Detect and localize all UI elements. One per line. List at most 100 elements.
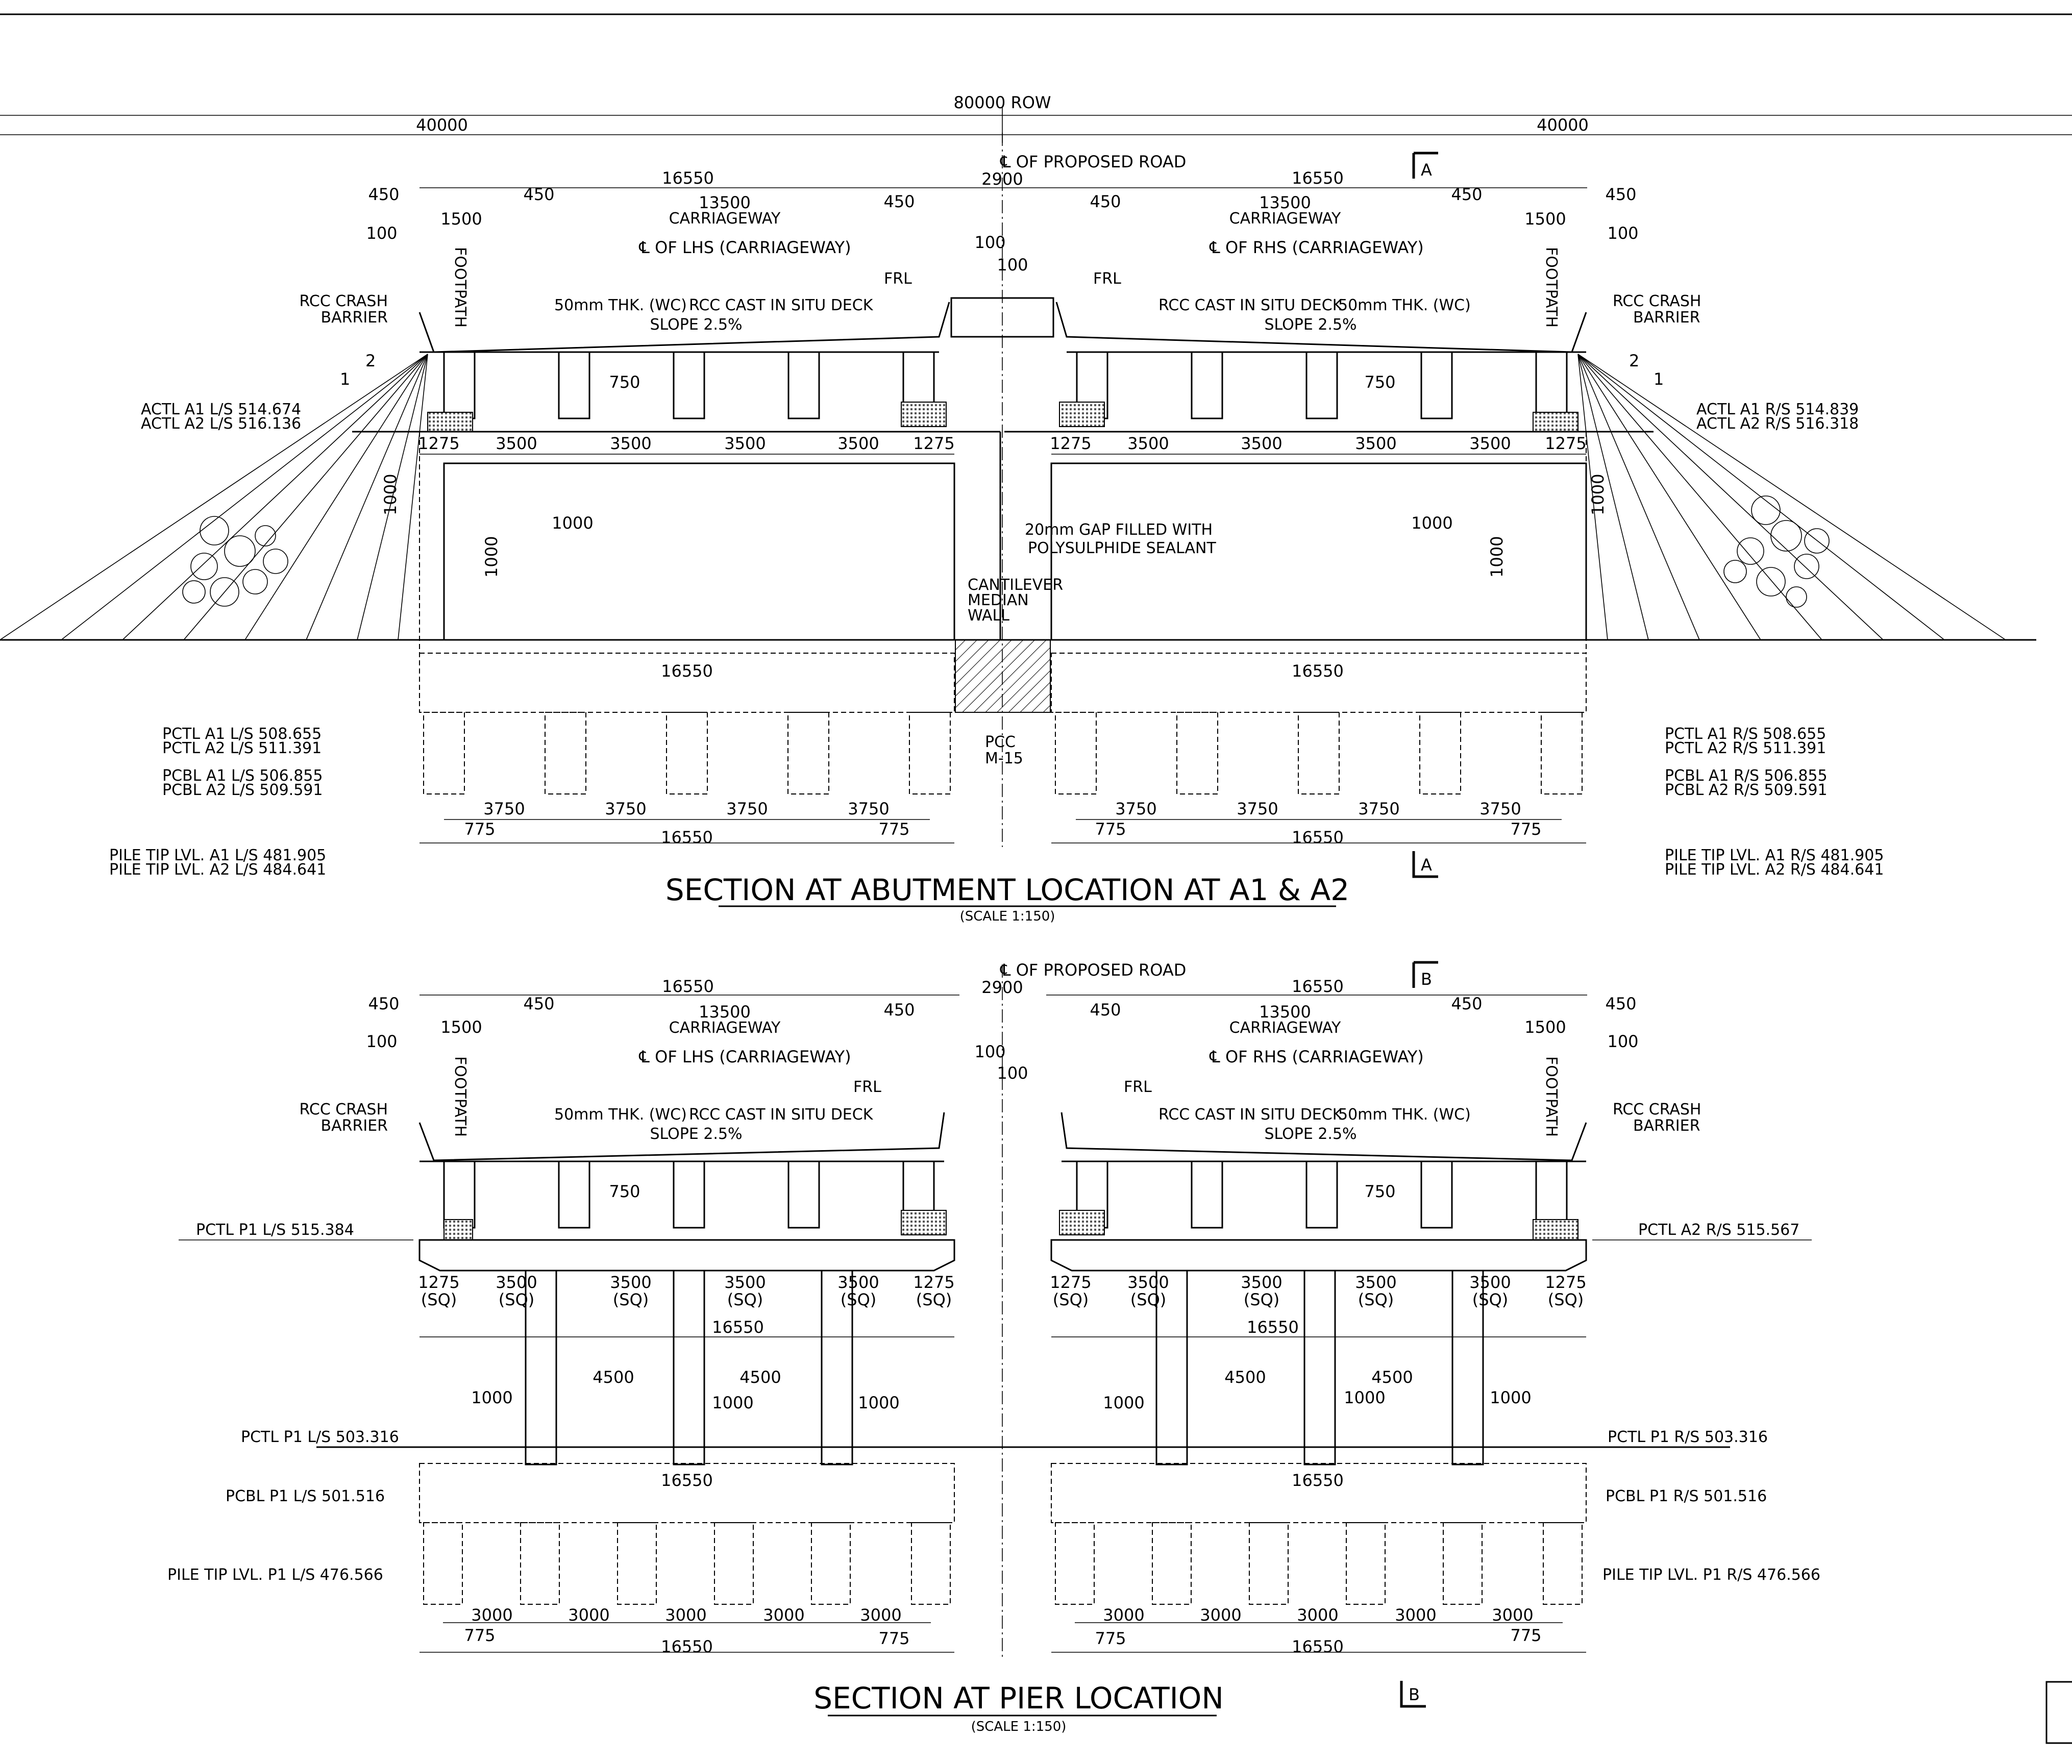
abut-r-piles: [1055, 712, 1583, 794]
median-width-label: 2900: [981, 169, 1023, 189]
pier-r-footpath: FOOTPATH: [1542, 1056, 1560, 1137]
abut-actl-l2: ACTL A2 L/S 516.136: [141, 415, 301, 433]
pier-l-3500b: 3500: [610, 1273, 651, 1292]
abut-l-3750c: 3750: [726, 799, 768, 818]
pier-r-sq1: (SQ): [1053, 1290, 1089, 1309]
pier-r-cap: [1050, 1239, 1587, 1272]
abut-l-3500b: 3500: [610, 434, 651, 453]
abut-l-450-in: 450: [523, 185, 554, 204]
pier-l-1500: 1500: [440, 1017, 482, 1037]
pier-l-barrier-1: RCC CRASH: [300, 1101, 388, 1119]
abut-l-piles: [423, 712, 951, 794]
pier-r-cap-width: 16550: [1247, 1318, 1299, 1337]
pier-l-footpath: FOOTPATH: [451, 1056, 469, 1137]
pier-r-bearing-block: [1533, 1219, 1578, 1240]
abut-section-mark-top: A: [1421, 160, 1432, 180]
abut-r-width: 16550: [1292, 168, 1344, 188]
abut-pcbl-l2: PCBL A2 L/S 509.591: [162, 781, 323, 799]
pier-l-bearing-block: [443, 1219, 473, 1240]
pier-r-sq4: (SQ): [1358, 1290, 1394, 1309]
pier-l-1000c: 1000: [858, 1393, 899, 1412]
abut-r-1000-h: 1000: [1411, 513, 1452, 533]
abut-r-450-out: 450: [1605, 185, 1636, 204]
abut-l-1275a: 1275: [418, 434, 459, 453]
abut-scale: (SCALE 1:150): [960, 909, 1055, 924]
pier-r-1500: 1500: [1524, 1017, 1566, 1037]
pier-tip-r: PILE TIP LVL. P1 R/S 476.566: [1602, 1566, 1820, 1584]
pier-l-450-in: 450: [523, 994, 554, 1013]
pier-r-3000b: 3000: [1200, 1605, 1241, 1625]
pier-l-frl: FRL: [853, 1078, 881, 1096]
pier-r-100: 100: [1607, 1032, 1638, 1051]
abut-section-mark-bottom: A: [1421, 855, 1432, 875]
pier-r-cw-width: 13500: [1259, 1002, 1311, 1022]
pier-l-775b: 775: [878, 1629, 909, 1648]
abut-r-frl: FRL: [1093, 270, 1121, 288]
abut-slope-v-l: 1: [340, 369, 350, 389]
abut-r-barrier-2: BARRIER: [1633, 309, 1700, 327]
abut-l-girders: [443, 351, 935, 419]
pier-l-cw-width: 13500: [699, 1002, 751, 1022]
abut-l-rubble: [182, 516, 288, 607]
pier-l-pcap-width: 16550: [661, 1471, 713, 1490]
pier-tip-l: PILE TIP LVL. P1 L/S 476.566: [167, 1566, 383, 1584]
abut-actl-r1: ACTL A1 R/S 514.839: [1696, 401, 1859, 418]
abut-l-750: 750: [609, 372, 640, 392]
pier-r-1000a: 1000: [1103, 1393, 1144, 1412]
abut-r-embankment: [1577, 354, 2006, 640]
pier-r-wc: 50mm THK. (WC): [1338, 1106, 1471, 1124]
pier-med-100b: 100: [997, 1063, 1028, 1083]
pier-l-3500c: 3500: [724, 1273, 766, 1292]
pier-l-cw-label: CARRIAGEWAY: [669, 1019, 781, 1037]
abut-l-cw-width: 13500: [699, 193, 751, 212]
abut-l-wc: 50mm THK. (WC): [554, 296, 687, 314]
abut-r-cw-width: 13500: [1259, 193, 1311, 212]
pier-r-sq2: (SQ): [1130, 1290, 1166, 1309]
abut-l-barrier-2: BARRIER: [321, 309, 388, 327]
pier-median-width-label: 2900: [981, 978, 1023, 997]
pier-r-sq3: (SQ): [1244, 1290, 1279, 1309]
pier-section: ℄ OF PROPOSED ROAD 2900 16550 16550 450 …: [167, 960, 1820, 1734]
pier-l-3500a: 3500: [496, 1273, 537, 1292]
abut-cl-lhs: ℄ OF LHS (CARRIAGEWAY): [638, 238, 851, 257]
abut-r-1000-v2: 1000: [1487, 536, 1507, 578]
abut-pcc-2: M-15: [985, 750, 1023, 767]
pier-l-sq4: (SQ): [727, 1290, 763, 1309]
pier-l-sq1: (SQ): [421, 1290, 457, 1309]
abut-tip-l2: PILE TIP LVL. A2 L/S 484.641: [109, 861, 326, 879]
pier-r-frl: FRL: [1124, 1078, 1152, 1096]
pier-l-girders: [443, 1160, 935, 1229]
pier-l-1000a: 1000: [471, 1388, 512, 1407]
abut-gap-2: POLYSULPHIDE SEALANT: [1028, 539, 1216, 557]
abut-l-footpath: FOOTPATH: [451, 247, 469, 328]
abut-r-wc: 50mm THK. (WC): [1338, 296, 1471, 314]
pier-r-775b: 775: [1510, 1626, 1541, 1645]
abut-median-wall-2: MEDIAN: [968, 591, 1029, 609]
abut-l-100: 100: [366, 223, 397, 243]
abut-r-deck: RCC CAST IN SITU DECK: [1158, 296, 1343, 314]
row-dimension: 80000 ROW 40000 40000: [0, 93, 2072, 143]
abut-l-slope: SLOPE 2.5%: [650, 316, 742, 334]
pier-l-1275a: 1275: [418, 1273, 459, 1292]
pier-r-slope: SLOPE 2.5%: [1264, 1125, 1356, 1143]
cl-road-label: ℄ OF PROPOSED ROAD: [1000, 152, 1186, 171]
pier-r-3500c: 3500: [1355, 1273, 1396, 1292]
abut-med-100b: 100: [997, 255, 1028, 275]
pier-l-1000b: 1000: [712, 1393, 753, 1412]
pier-l-450-out: 450: [368, 994, 399, 1013]
abut-r-bearing-block: [1533, 412, 1578, 432]
abut-l-1000-v2: 1000: [482, 536, 501, 578]
pier-l-sq5: (SQ): [841, 1290, 876, 1309]
pier-r-3000c: 3000: [1297, 1605, 1338, 1625]
abut-l-3750d: 3750: [848, 799, 889, 818]
abut-l-3750b: 3750: [605, 799, 646, 818]
pier-l-seismic-block: [901, 1210, 947, 1235]
pier-r-750: 750: [1364, 1182, 1395, 1201]
pier-r-4500b: 4500: [1371, 1368, 1413, 1387]
pier-l-sq3: (SQ): [613, 1290, 649, 1309]
abut-l-3500a: 3500: [496, 434, 537, 453]
abut-l-775a: 775: [464, 819, 495, 839]
abut-pcbl-r2: PCBL A2 R/S 509.591: [1665, 781, 1828, 799]
pier-r-3500a: 3500: [1127, 1273, 1169, 1292]
abut-pcbl-l1: PCBL A1 L/S 506.855: [162, 767, 323, 785]
